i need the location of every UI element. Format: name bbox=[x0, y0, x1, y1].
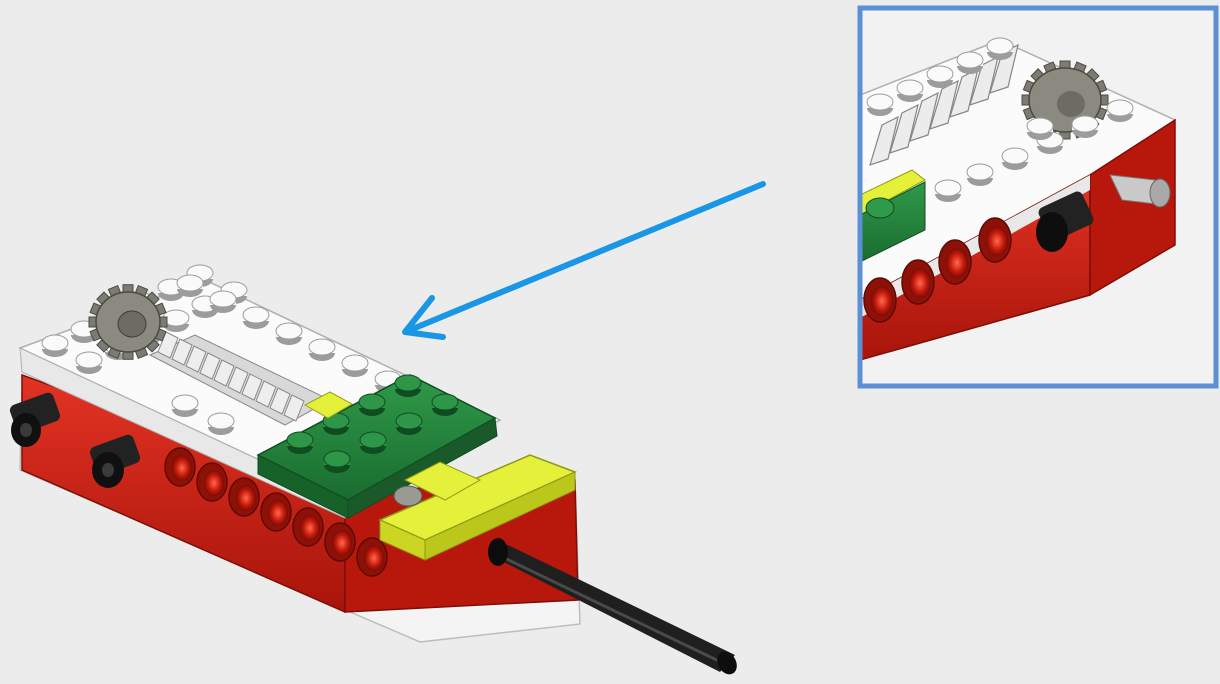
inset-stud bbox=[935, 180, 961, 202]
inset-beam-hole bbox=[864, 278, 896, 322]
green-stud bbox=[360, 432, 386, 454]
inset-stud bbox=[987, 38, 1013, 60]
pointer-arrow bbox=[405, 184, 763, 337]
green-stud bbox=[324, 451, 350, 473]
green-stud bbox=[432, 394, 458, 416]
beam-hole bbox=[325, 523, 355, 561]
inset-stud bbox=[967, 164, 993, 186]
lego-model bbox=[8, 265, 741, 678]
inset-beam-hole bbox=[902, 260, 934, 304]
white-stud bbox=[342, 355, 368, 377]
white-stud bbox=[309, 339, 335, 361]
white-stud bbox=[42, 335, 68, 357]
white-stud bbox=[172, 395, 198, 417]
inset-stud bbox=[1072, 116, 1098, 138]
green-stud bbox=[396, 413, 422, 435]
white-stud bbox=[243, 307, 269, 329]
white-stud bbox=[276, 323, 302, 345]
inset-stud bbox=[867, 94, 893, 116]
inset-beam-hole bbox=[939, 240, 971, 284]
pinion-gear bbox=[89, 285, 167, 360]
inset-stud bbox=[1027, 118, 1053, 140]
inset-stud bbox=[1107, 100, 1133, 122]
green-stud bbox=[395, 375, 421, 397]
inset-stud bbox=[927, 66, 953, 88]
green-stud bbox=[359, 394, 385, 416]
inset-beam-hole bbox=[979, 218, 1011, 262]
gear-hub bbox=[118, 311, 146, 337]
inset-stud bbox=[1002, 148, 1028, 170]
inset-detail bbox=[860, 8, 1216, 386]
green-stud bbox=[287, 432, 313, 454]
beam-hole bbox=[293, 508, 323, 546]
white-stud bbox=[76, 352, 102, 374]
inset-stud bbox=[897, 80, 923, 102]
beam-hole bbox=[165, 448, 195, 486]
white-stud bbox=[177, 275, 203, 297]
gray-bush bbox=[394, 486, 422, 506]
beam-hole bbox=[261, 493, 291, 531]
inset-stud bbox=[957, 52, 983, 74]
white-stud bbox=[210, 291, 236, 313]
white-stud bbox=[208, 413, 234, 435]
inset-gear-hub bbox=[1057, 91, 1085, 117]
beam-hole bbox=[197, 463, 227, 501]
beam-hole bbox=[357, 538, 387, 576]
beam-hole bbox=[229, 478, 259, 516]
